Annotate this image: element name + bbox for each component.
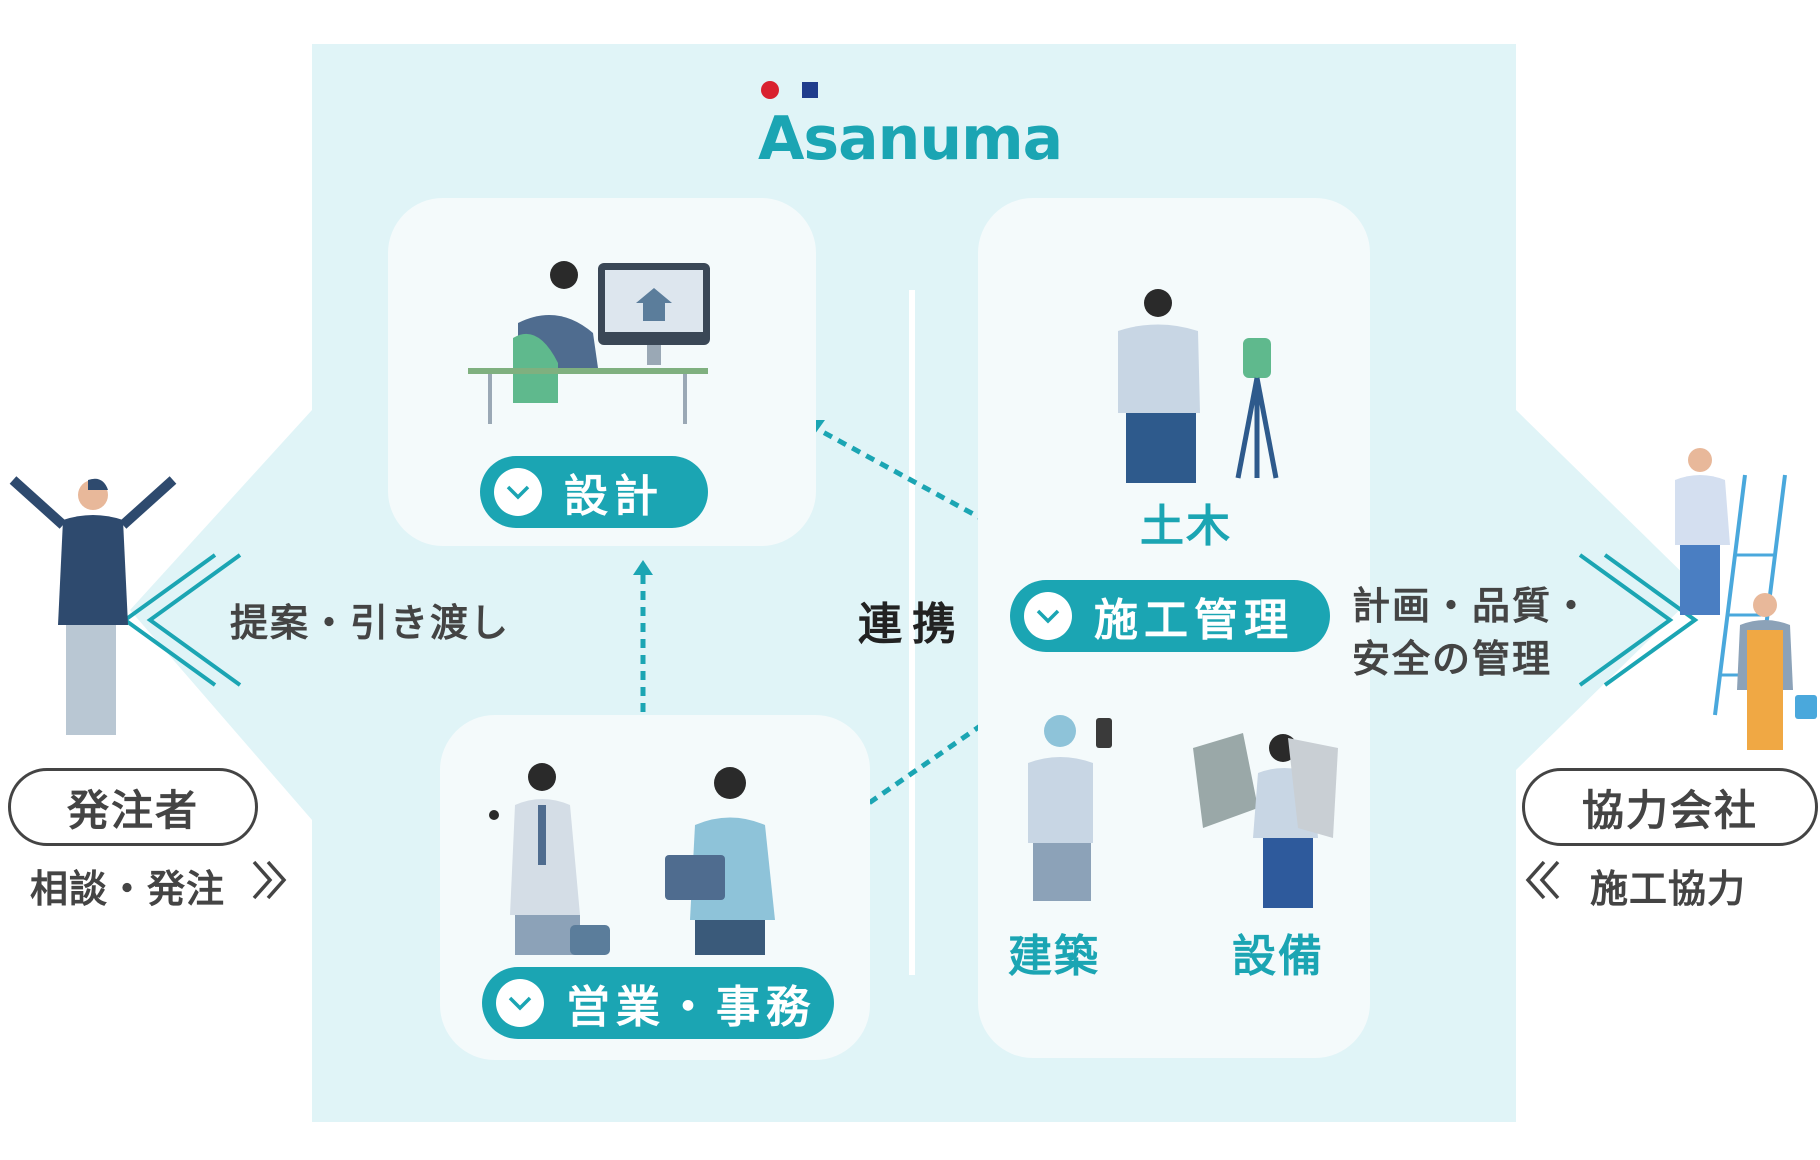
designer-illustration — [468, 261, 710, 424]
seko-label-pill: 施工管理 — [1010, 580, 1330, 652]
sales-office-illustration — [489, 763, 775, 955]
logo-mark — [761, 81, 818, 99]
right-chevrons — [1578, 553, 1699, 687]
asanuma-logo: Asanuma — [758, 80, 1078, 174]
left-flow-label: 提案・引き渡し — [230, 601, 511, 645]
right-flow-label-1: 計画・品質・ — [1352, 584, 1593, 628]
sekkei-label: 設計 — [564, 471, 664, 522]
sekkei-label-pill: 設計 — [480, 456, 708, 528]
chevron-down-icon — [1024, 592, 1072, 640]
double-chevron-right-icon — [252, 860, 287, 900]
eigyo-label: 営業・事務 — [566, 982, 816, 1033]
client-illustration — [9, 476, 177, 735]
client-label: 発注者 — [66, 785, 199, 835]
role-kenchiku: 建築 — [1008, 931, 1100, 982]
architect-illustration — [1028, 715, 1112, 901]
role-doboku: 土木 — [1140, 501, 1232, 552]
partner-sub-label: 施工協力 — [1590, 867, 1747, 911]
chevron-down-icon — [496, 979, 544, 1027]
role-setsubi: 設備 — [1232, 931, 1324, 982]
renkei-label: 連携 — [858, 599, 966, 650]
partner-pill: 協力会社 — [1522, 768, 1818, 846]
chevron-down-icon — [494, 468, 542, 516]
logo-text: Asanuma — [758, 104, 1063, 174]
partner-label: 協力会社 — [1581, 785, 1758, 835]
civil-engineer-illustration — [1118, 289, 1279, 483]
seko-label: 施工管理 — [1094, 595, 1294, 646]
eigyo-label-pill: 営業・事務 — [482, 967, 834, 1039]
equipment-engineer-illustration — [1193, 733, 1338, 908]
client-pill: 発注者 — [8, 768, 258, 846]
card-eigyo: 営業・事務 — [440, 715, 870, 1060]
client-sub-label: 相談・発注 — [30, 867, 226, 911]
card-sekkei: 設計 — [388, 198, 816, 546]
card-seko: 土木 施工管理 建築 設備 — [978, 198, 1370, 1058]
partner-workers-illustration — [1675, 448, 1817, 750]
right-flow-label-2: 安全の管理 — [1352, 637, 1553, 681]
double-chevron-left-icon — [1525, 860, 1560, 900]
